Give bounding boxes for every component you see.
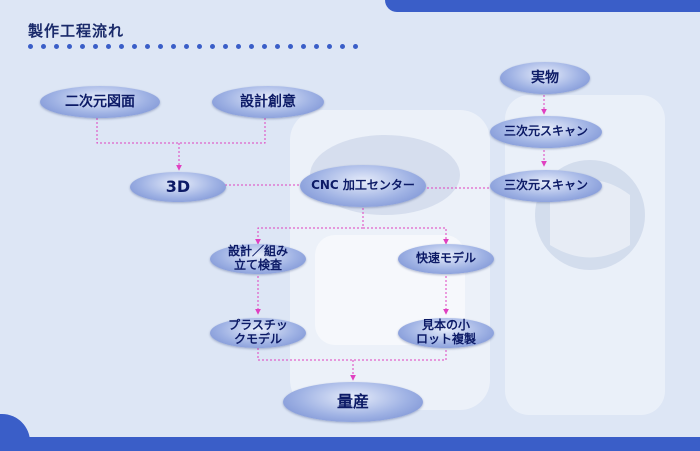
node-ryousan-label: 量産 (336, 391, 369, 411)
node-sanjigen-scan-1: 三次元スキャン (490, 116, 602, 148)
node-cnc-center: CNC 加工センター (300, 165, 426, 207)
node-plastic-model-line2: クモデル (233, 332, 282, 346)
node-plastic-model: プラスチッ クモデル (210, 318, 306, 348)
bottom-frame-bar (0, 437, 700, 451)
node-sanjigen-scan-1-label: 三次元スキャン (503, 124, 588, 139)
top-frame-bar (385, 0, 700, 12)
node-sekkei-kumitate-line2: 立て検査 (233, 258, 282, 272)
node-sekkei-soui-label: 設計創意 (240, 93, 296, 110)
node-nijigen-zumen: 二次元図面 (40, 86, 160, 118)
node-sanjigen-scan-2: 三次元スキャン (490, 170, 602, 202)
node-3d-label: 3D (165, 176, 191, 196)
node-sanjigen-scan-2-label: 三次元スキャン (503, 178, 588, 193)
node-sekkei-soui: 設計創意 (212, 86, 324, 118)
node-plastic-model-line1: プラスチッ (228, 318, 288, 333)
node-mihon-line2: ロット複製 (415, 332, 476, 346)
node-jitsubutsu: 実物 (500, 62, 590, 94)
node-sekkei-kumitate-kensa: 設計／組み 立て検査 (210, 244, 306, 274)
node-kaisoku-model: 快速モデル (398, 244, 494, 274)
node-nijigen-zumen-label: 二次元図面 (65, 93, 135, 110)
page-title: 製作工程流れ (28, 22, 125, 40)
node-kaisoku-model-label: 快速モデル (415, 251, 476, 266)
node-jitsubutsu-label: 実物 (531, 69, 559, 86)
node-cnc-center-label: CNC 加工センター (311, 178, 415, 193)
node-ryousan: 量産 (283, 382, 423, 422)
node-sekkei-kumitate-line1: 設計／組み (227, 244, 288, 259)
node-mihon-lot-fukusei: 見本の小 ロット複製 (398, 318, 494, 348)
node-mihon-line1: 見本の小 (421, 318, 470, 333)
title-dot-divider (28, 44, 358, 49)
node-3d: 3D (130, 172, 226, 202)
